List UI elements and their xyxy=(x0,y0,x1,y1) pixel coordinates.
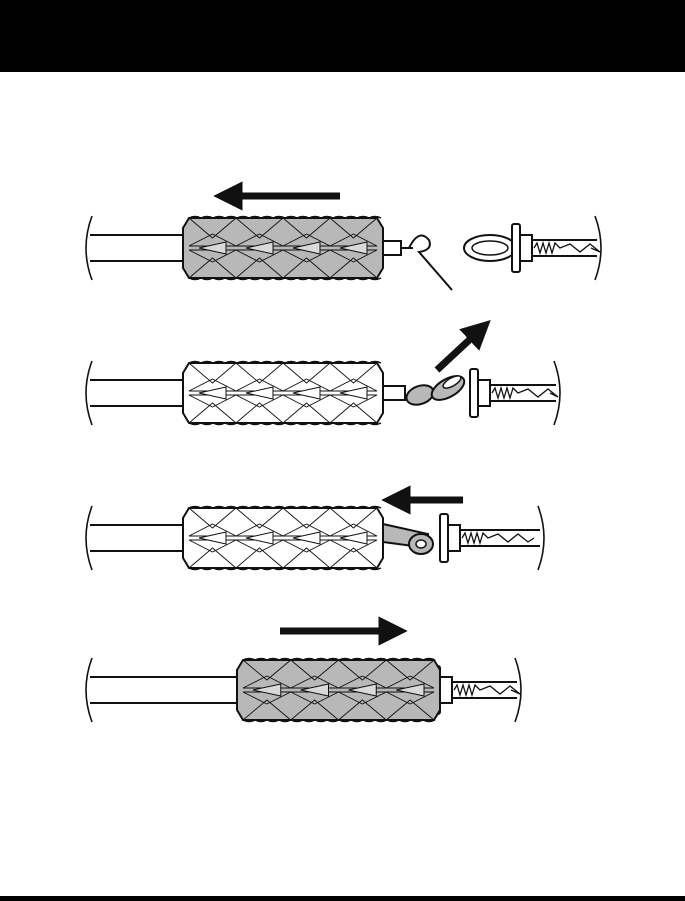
arrow-up-right-icon xyxy=(437,330,480,370)
probe-flange xyxy=(470,369,478,417)
step-2 xyxy=(86,330,560,425)
cable-break xyxy=(538,506,544,570)
probe-spring xyxy=(534,243,600,253)
cable-break xyxy=(86,658,92,722)
step-1 xyxy=(86,196,601,290)
probe-collar xyxy=(478,380,490,406)
probe-flange xyxy=(440,514,448,562)
probe-collar xyxy=(440,677,452,703)
cable-break xyxy=(554,361,560,425)
probe-collar xyxy=(520,235,532,261)
probe-flange xyxy=(512,224,520,272)
bottom-rule xyxy=(0,896,685,901)
link-loop xyxy=(416,540,426,548)
cable-break xyxy=(86,216,92,280)
probe-collar xyxy=(448,525,460,551)
cable-break xyxy=(86,506,92,570)
probe-eyelet xyxy=(472,241,508,255)
step-3 xyxy=(86,500,544,570)
cable-break xyxy=(86,361,92,425)
connector-stub xyxy=(383,241,401,255)
probe-spring xyxy=(462,533,534,543)
hook-wire xyxy=(401,236,452,291)
probe-spring xyxy=(454,685,520,695)
connector-stub xyxy=(383,386,405,400)
probe-spring xyxy=(492,388,558,398)
step-4 xyxy=(86,631,521,722)
